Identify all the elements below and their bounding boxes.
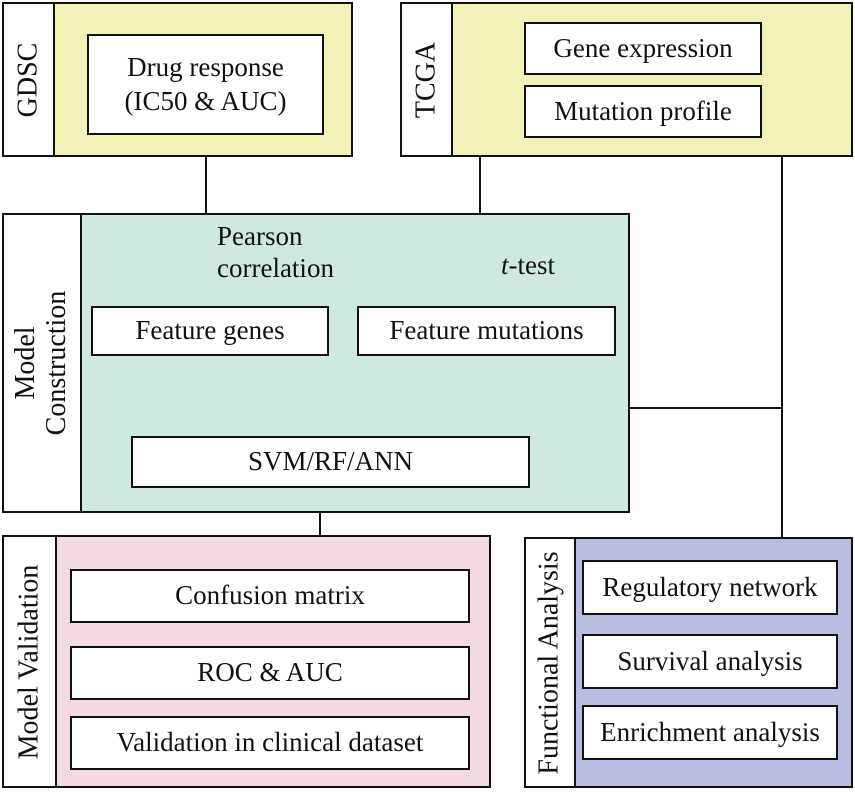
- gdsc-side-label: GDSC: [4, 4, 55, 155]
- classifier-box: SVM/RF/ANN: [131, 436, 530, 488]
- pearson-line2: correlation: [217, 253, 334, 284]
- functional-analysis-label: Functional Analysis: [533, 550, 565, 775]
- feature-mutations-box: Feature mutations: [357, 306, 616, 356]
- tcga-label: TCGA: [410, 41, 442, 118]
- feature-genes-box: Feature genes: [91, 306, 329, 356]
- drug-response-line2: (IC50 & AUC): [124, 85, 287, 116]
- functional-analysis-side-label: Functional Analysis: [526, 539, 576, 786]
- roc-auc-box: ROC & AUC: [70, 646, 470, 700]
- survival-analysis-box: Survival analysis: [582, 634, 838, 689]
- model-construction-label: Model Construction: [10, 290, 73, 436]
- drug-response-line1: Drug response: [127, 51, 284, 82]
- model-validation-side-label: Model Validation: [4, 537, 57, 786]
- model-construction-label-line2: Construction: [41, 290, 72, 436]
- gene-expression-box: Gene expression: [524, 22, 762, 75]
- enrichment-analysis-box: Enrichment analysis: [582, 705, 838, 760]
- tcga-side-label: TCGA: [402, 4, 453, 155]
- mutation-profile-box: Mutation profile: [524, 85, 762, 138]
- pearson-correlation-note: Pearson correlation: [217, 220, 334, 285]
- model-validation-label: Model Validation: [13, 564, 45, 759]
- drug-response-box: Drug response (IC50 & AUC): [87, 34, 324, 135]
- gdsc-label: GDSC: [12, 42, 44, 117]
- t-test-italic: t: [501, 250, 509, 280]
- model-construction-label-line1: Model: [10, 326, 42, 400]
- regulatory-network-box: Regulatory network: [582, 560, 838, 615]
- model-construction-side-label: Model Construction: [4, 215, 82, 511]
- t-test-note: t-test: [501, 249, 555, 281]
- t-test-rest: -test: [508, 250, 556, 280]
- confusion-matrix-box: Confusion matrix: [70, 569, 470, 623]
- validation-clinical-box: Validation in clinical dataset: [70, 716, 470, 770]
- pearson-line1: Pearson: [217, 221, 303, 251]
